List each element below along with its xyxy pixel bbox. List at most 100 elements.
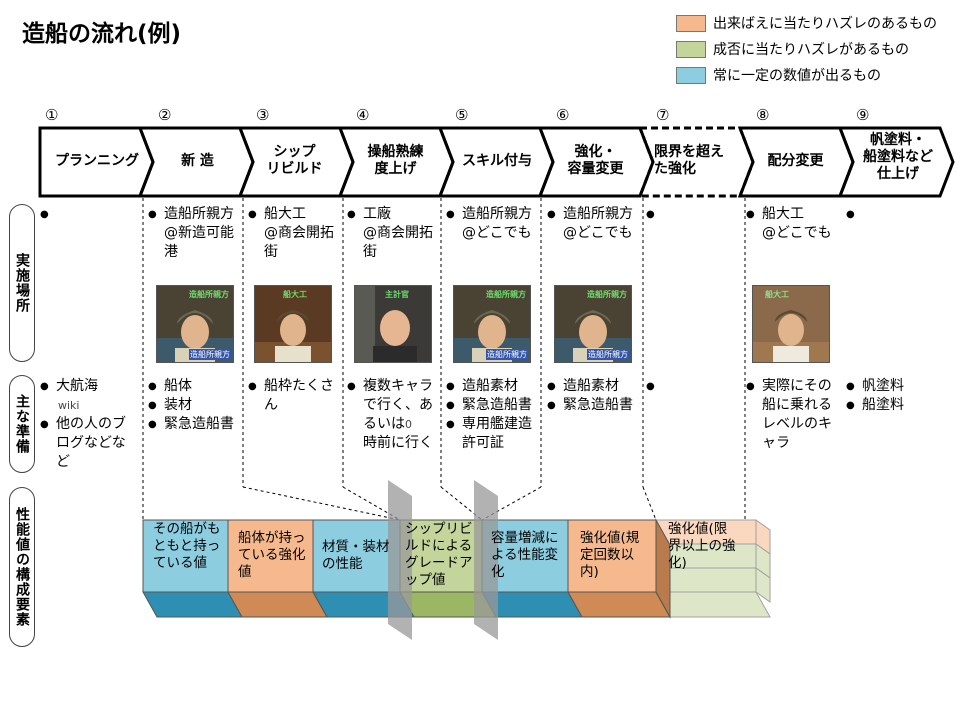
preparation-item: 装材 xyxy=(148,396,236,415)
element-label-material-performance: 材質・装材の性能 xyxy=(322,539,390,572)
guide-line xyxy=(242,486,401,521)
step-number: ⑧ xyxy=(756,106,770,124)
location-step-5: 造船所親方 @どこでも xyxy=(446,205,534,243)
page-title: 造船の流れ(例) xyxy=(22,21,182,47)
element-face xyxy=(399,519,483,593)
npc-caption: 造船所親方 xyxy=(189,290,229,299)
preparation-step-2: 船体 装材 緊急造船書 xyxy=(148,377,236,434)
preparation-item: 船体 xyxy=(148,377,236,396)
element-bottom-overflow xyxy=(655,591,771,618)
row-label-location: 実施場所 xyxy=(9,204,35,362)
connector-arrow xyxy=(474,480,498,640)
step-number: ⑦ xyxy=(656,106,670,124)
element-end-cap xyxy=(655,518,671,619)
step-label-finishing: 帆塗料・ 船塗料など 仕上げ xyxy=(863,132,933,182)
npc-badge: 造船所親方 xyxy=(189,349,231,360)
element-label-hull-reinforcement: 船体が持っている強化値 xyxy=(238,530,306,580)
npc-portrait-paymaster: 主計官 xyxy=(354,285,432,363)
location-step-3: 船大工 @商会開拓街 xyxy=(248,205,336,262)
preparation-item: 緊急造船書 xyxy=(446,396,534,415)
preparation-item: 帆塗料 xyxy=(846,377,936,396)
preparation-item: 船枠たくさん xyxy=(248,377,336,415)
step-number: ⑥ xyxy=(556,106,570,124)
chevron-step-9 xyxy=(837,126,955,198)
preparation-step-3: 船枠たくさん xyxy=(248,377,336,415)
npc-portrait-shipwright: 船大工 xyxy=(254,285,332,363)
preparation-step-4: 複数キャラで行く、あるいは0 時前に行く xyxy=(347,377,435,453)
connector-arrow xyxy=(388,480,412,640)
npc-portrait-shipyard-master: 造船所親方 造船所親方 xyxy=(554,285,632,363)
preparation-note: 0 xyxy=(405,418,412,431)
element-face xyxy=(567,519,657,593)
preparation-step-6: 造船素材 緊急造船書 xyxy=(547,377,635,415)
preparation-item: 他の人のブログなどなど xyxy=(40,415,135,472)
npc-caption: 船大工 xyxy=(283,290,307,299)
preparation-text: 複数キャラで行く、あるいは xyxy=(363,378,433,432)
preparation-step-9: 帆塗料 船塗料 xyxy=(846,377,936,415)
element-bottom-face xyxy=(142,591,243,618)
legend-text: 常に一定の数値が出るもの xyxy=(713,68,881,84)
step-label-beyond-limit: 限界を超え た強化 xyxy=(654,144,724,177)
preparation-item: 造船素材 xyxy=(547,377,635,396)
legend-swatch xyxy=(676,15,706,32)
preparation-item: 大航海 xyxy=(40,377,135,396)
guide-line xyxy=(642,486,657,521)
location-text: 造船所親方 @新造可能港 xyxy=(148,205,236,262)
preparation-item: 専用艦建造許可証 xyxy=(446,415,534,453)
element-label-capacity-change: 容量増減による性能変化 xyxy=(491,530,559,580)
location-step-6: 造船所親方 @どこでも xyxy=(547,205,635,243)
legend-swatch xyxy=(676,41,706,58)
step-number: ③ xyxy=(256,106,270,124)
preparation-item: 緊急造船書 xyxy=(547,396,635,415)
preparation-item: 緊急造船書 xyxy=(148,415,236,434)
step-label-reinforce: 強化・ 容量変更 xyxy=(567,144,624,177)
step-number: ④ xyxy=(356,106,370,124)
preparation-item: 造船素材 xyxy=(446,377,534,396)
step-label-handling-proficiency: 操船熟練 度上げ xyxy=(367,144,424,177)
step-label-allocation: 配分変更 xyxy=(767,153,824,169)
element-label-reinforcement-value: 強化値(規定回数以内) xyxy=(580,530,640,580)
npc-portrait-shipwright: 船大工 xyxy=(752,285,830,363)
element-label-rebuild-upgrade: シップリビルドによるグレードアップ値 xyxy=(405,521,473,588)
preparation-text: 時前に行く xyxy=(363,435,433,451)
location-text: 工廠 @商会開拓街 xyxy=(347,205,435,262)
step-label-skill-grant: スキル付与 xyxy=(462,153,532,169)
step-number: ① xyxy=(45,106,59,124)
location-step-4: 工廠 @商会開拓街 xyxy=(347,205,435,262)
npc-badge: 造船所親方 xyxy=(587,349,629,360)
preparation-item: 実際にその船に乗れるレベルのキャラ xyxy=(746,377,836,453)
step-number: ② xyxy=(158,106,172,124)
npc-portrait-image xyxy=(355,286,431,362)
npc-badge: 造船所親方 xyxy=(486,349,528,360)
row-label-elements: 性能値の構成要素 xyxy=(9,487,35,647)
step-number: ⑨ xyxy=(856,106,870,124)
npc-portrait-image xyxy=(753,286,829,362)
element-bottom-face xyxy=(567,591,671,618)
row-label-preparation: 主な準備 xyxy=(9,375,35,473)
preparation-step-1: 大航海 wiki 他の人のブログなどなど xyxy=(40,377,135,472)
location-text: 造船所親方 @どこでも xyxy=(547,205,635,243)
npc-portrait-shipyard-master: 造船所親方 造船所親方 xyxy=(453,285,531,363)
npc-caption: 主計官 xyxy=(385,290,409,299)
npc-caption: 船大工 xyxy=(765,290,789,299)
step-label-ship-rebuild: シップ リビルド xyxy=(266,144,323,177)
preparation-item: 複数キャラで行く、あるいは0 時前に行く xyxy=(347,377,435,453)
legend-text: 成否に当たりハズレがあるもの xyxy=(713,42,909,58)
preparation-step-8: 実際にその船に乗れるレベルのキャラ xyxy=(746,377,836,453)
npc-portrait-shipyard-master: 造船所親方 造船所親方 xyxy=(156,285,234,363)
step-label-planning: プランニング xyxy=(55,153,139,169)
element-bottom-face xyxy=(227,591,328,618)
location-text: 船大工 @どこでも xyxy=(746,205,834,243)
npc-portrait-image xyxy=(255,286,331,362)
preparation-item: 船塗料 xyxy=(846,396,936,415)
element-label-base-value: その船がもともと持っている値 xyxy=(153,521,221,571)
preparation-note: wiki xyxy=(58,399,80,412)
location-text: 造船所親方 @どこでも xyxy=(446,205,534,243)
npc-caption: 造船所親方 xyxy=(486,290,526,299)
npc-caption: 造船所親方 xyxy=(587,290,627,299)
step-label-new-build: 新 造 xyxy=(181,153,214,169)
legend-text: 出来ばえに当たりハズレのあるもの xyxy=(713,16,937,32)
element-side-overflow xyxy=(755,567,771,603)
location-step-2: 造船所親方 @新造可能港 xyxy=(148,205,236,262)
